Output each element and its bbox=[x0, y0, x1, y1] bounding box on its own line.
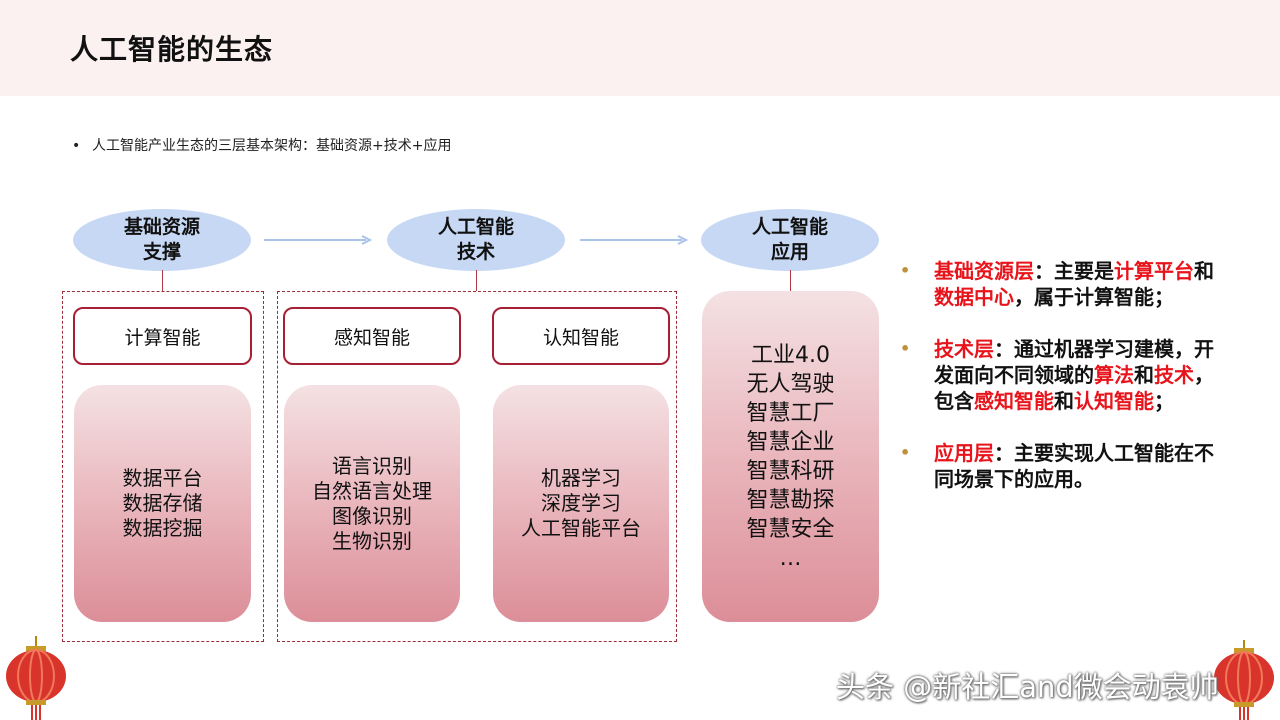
list-item: … bbox=[779, 545, 802, 571]
lantern-icon bbox=[1214, 640, 1274, 720]
bullet-dot: • bbox=[900, 261, 911, 280]
bullet-dot: • bbox=[900, 443, 911, 462]
list-item: 语言识别 bbox=[332, 453, 412, 478]
header-band bbox=[0, 0, 1280, 96]
list-item: 人工智能平台 bbox=[521, 516, 641, 540]
list-item: 智慧企业 bbox=[746, 429, 835, 455]
sub-title-perception: 感知智能 bbox=[283, 307, 461, 365]
list-item: 智慧工厂 bbox=[746, 400, 835, 426]
list-item: 图像识别 bbox=[332, 503, 412, 528]
sub-title-cognition: 认知智能 bbox=[492, 307, 670, 365]
layer-heading-resource: 基础资源 支撑 bbox=[73, 209, 251, 271]
resource-container bbox=[62, 291, 264, 642]
list-item: 工业4.0 bbox=[751, 342, 830, 368]
lantern-icon bbox=[6, 636, 66, 720]
list-item: 机器学习 bbox=[541, 466, 621, 490]
resource-items-box: 数据平台 数据存储 数据挖掘 bbox=[74, 385, 251, 622]
list-item: 深度学习 bbox=[541, 491, 621, 515]
intro-text: 人工智能产业生态的三层基本架构：基础资源+技术+应用 bbox=[92, 138, 452, 154]
connector-line bbox=[162, 270, 163, 291]
list-item: 无人驾驶 bbox=[746, 371, 835, 397]
note-text-application: 应用层：主要实现人工智能在不同场景下的应用。 bbox=[934, 441, 1214, 491]
list-item: 生物识别 bbox=[332, 528, 412, 553]
note-text-resource: 基础资源层：主要是计算平台和数据中心，属于计算智能； bbox=[934, 259, 1214, 309]
sub-title-compute: 计算智能 bbox=[73, 307, 252, 365]
list-item: 数据挖掘 bbox=[122, 516, 203, 540]
connector-line bbox=[476, 270, 477, 291]
note-item: • 技术层：通过机器学习建模，开发面向不同领域的算法和技术，包含感知智能和认知智… bbox=[900, 336, 1230, 414]
notes-list: • 基础资源层：主要是计算平台和数据中心，属于计算智能； • 技术层：通过机器学… bbox=[900, 258, 1230, 518]
layer-heading-application: 人工智能 应用 bbox=[701, 209, 879, 271]
page-title: 人工智能的生态 bbox=[70, 33, 274, 66]
bullet-dot: • bbox=[72, 138, 81, 154]
application-items-box: 工业4.0 无人驾驶 智慧工厂 智慧企业 智慧科研 智慧勘探 智慧安全 … bbox=[702, 291, 879, 622]
note-item: • 基础资源层：主要是计算平台和数据中心，属于计算智能； bbox=[900, 258, 1230, 310]
cognition-items-box: 机器学习 深度学习 人工智能平台 bbox=[493, 385, 669, 622]
list-item: 智慧安全 bbox=[746, 516, 835, 542]
list-item: 数据平台 bbox=[122, 466, 203, 490]
perception-items-box: 语言识别 自然语言处理 图像识别 生物识别 bbox=[284, 385, 460, 622]
connector-line bbox=[790, 270, 791, 291]
list-item: 智慧科研 bbox=[746, 458, 835, 484]
arrow-right-icon bbox=[264, 235, 373, 245]
list-item: 智慧勘探 bbox=[746, 487, 835, 513]
bullet-dot: • bbox=[900, 339, 911, 358]
tech-container bbox=[277, 291, 677, 642]
list-item: 数据存储 bbox=[122, 491, 203, 515]
layer-heading-tech: 人工智能 技术 bbox=[387, 209, 565, 271]
list-item: 自然语言处理 bbox=[312, 478, 432, 503]
intro-bullet: • 人工智能产业生态的三层基本架构：基础资源+技术+应用 bbox=[72, 135, 451, 155]
note-text-tech: 技术层：通过机器学习建模，开发面向不同领域的算法和技术，包含感知智能和认知智能； bbox=[934, 337, 1214, 413]
note-item: • 应用层：主要实现人工智能在不同场景下的应用。 bbox=[900, 440, 1230, 492]
watermark: 头条 @新社汇and微会动袁帅 bbox=[836, 670, 1219, 704]
arrow-right-icon bbox=[580, 235, 689, 245]
